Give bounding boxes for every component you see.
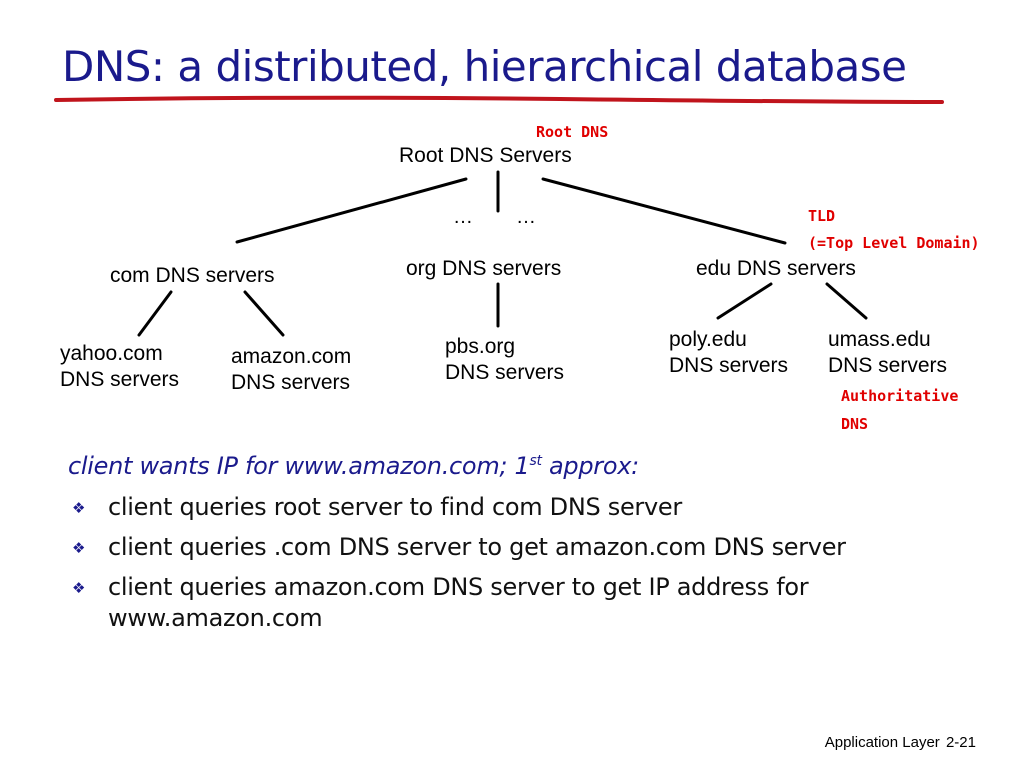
edge-com-amazon — [243, 290, 285, 337]
ellipsis-right: … — [516, 206, 536, 228]
yahoo-dns-servers-node: yahoo.com DNS servers — [60, 341, 179, 394]
ellipsis-left: … — [453, 206, 473, 228]
edge-edu-umass — [825, 282, 868, 320]
edge-edu-poly — [716, 282, 773, 320]
root-dns-annotation: Root DNS — [536, 123, 609, 141]
node-domain: amazon.com — [231, 345, 352, 368]
node-domain: umass.edu — [828, 328, 931, 351]
edu-dns-servers-node: edu DNS servers — [696, 257, 856, 280]
node-domain: poly.edu — [669, 328, 747, 351]
node-role: DNS servers — [60, 368, 180, 392]
umass-dns-servers-node: umass.edu DNS servers — [828, 327, 947, 380]
list-item: ❖ client queries .com DNS server to get … — [68, 532, 948, 563]
example-steps-list: ❖ client queries root server to find com… — [68, 492, 948, 643]
title-underline — [54, 95, 944, 104]
diamond-bullet-icon: ❖ — [72, 579, 86, 597]
edge-com-yahoo — [137, 290, 173, 337]
org-dns-servers-node: org DNS servers — [406, 257, 562, 280]
amazon-dns-servers-node: amazon.com DNS servers — [231, 344, 351, 397]
root-dns-servers-node: Root DNS Servers — [399, 144, 572, 167]
poly-dns-servers-node: poly.edu DNS servers — [669, 327, 788, 380]
authoritative-annotation: Authoritative — [841, 387, 959, 405]
authoritative-annotation-dns: DNS — [841, 415, 869, 433]
page-number: 2-21 — [945, 734, 976, 751]
node-role: DNS servers — [828, 354, 948, 378]
node-role: DNS servers — [445, 361, 565, 385]
lead-superscript: st — [529, 453, 542, 469]
step-text: client queries root server to find com D… — [108, 493, 682, 521]
edge-root-edu — [541, 177, 787, 245]
pbs-dns-servers-node: pbs.org DNS servers — [445, 334, 564, 387]
edge-root-com — [235, 177, 468, 244]
node-role: DNS servers — [231, 371, 351, 395]
step-text: client queries .com DNS server to get am… — [108, 533, 846, 561]
list-item: ❖ client queries root server to find com… — [68, 492, 948, 523]
step-text: client queries amazon.com DNS server to … — [108, 573, 809, 632]
footer-label: Application Layer — [824, 734, 940, 751]
com-dns-servers-node: com DNS servers — [110, 264, 275, 287]
tld-annotation-expansion: (=Top Level Domain) — [808, 234, 980, 252]
example-lead: client wants IP for www.amazon.com; 1st … — [68, 452, 639, 480]
node-domain: pbs.org — [445, 335, 516, 358]
diamond-bullet-icon: ❖ — [72, 539, 86, 557]
list-item: ❖ client queries amazon.com DNS server t… — [68, 572, 948, 634]
slide-footer: Application Layer 2-21 — [825, 734, 976, 751]
lead-text: client wants IP for www.amazon.com; 1 — [68, 452, 530, 480]
node-role: DNS servers — [669, 354, 789, 378]
node-domain: yahoo.com — [60, 342, 163, 365]
slide-title: DNS: a distributed, hierarchical databas… — [62, 42, 907, 91]
lead-text-end: approx: — [541, 452, 639, 480]
diamond-bullet-icon: ❖ — [72, 499, 86, 517]
tld-annotation: TLD — [808, 207, 836, 225]
